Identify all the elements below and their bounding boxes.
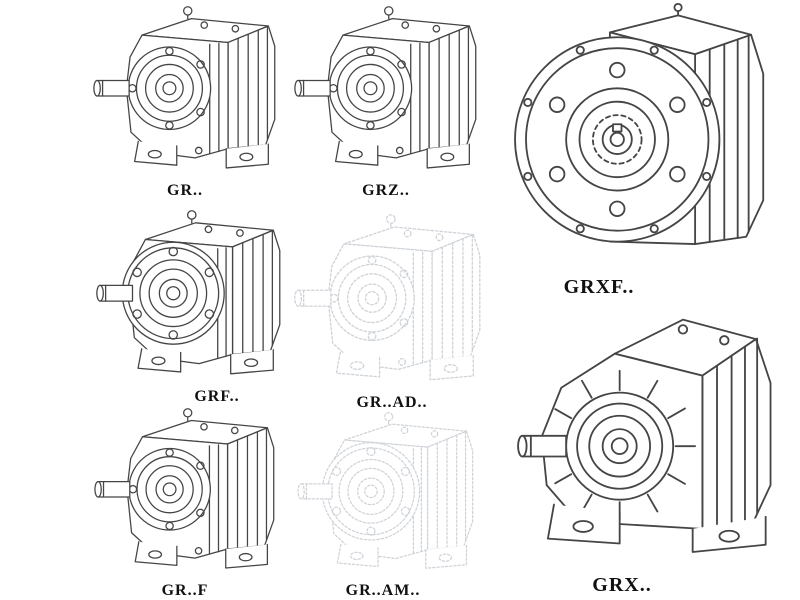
label-grf: GRF.. [194,388,240,405]
gearbox-grxf-drawing [498,0,790,274]
figure-gr-am: GR..AM.. [288,410,484,600]
figure-gr-f: GR..F [86,406,284,600]
label-gr-am: GR..AM.. [345,582,421,599]
figure-grz: GRZ.. [288,4,484,202]
label-grx: GRX.. [592,574,652,596]
gearbox-grx-drawing [498,296,790,572]
gearbox-gr-drawing [86,4,284,178]
label-gr: GR.. [167,182,203,199]
gearbox-grz-drawing [288,4,484,178]
figure-grx: GRX.. [498,296,790,596]
gearbox-gr-am-drawing [288,410,484,578]
figure-grf: GRF.. [90,208,288,408]
gearbox-gr-ad-drawing [288,212,488,390]
figure-grxf: GRXF.. [498,0,790,298]
figure-gr-ad: GR..AD.. [288,212,488,414]
figure-gr: GR.. [86,4,284,202]
label-grz: GRZ.. [362,182,410,199]
gearbox-gr-f-drawing [86,406,284,578]
label-gr-ad: GR..AD.. [356,394,428,411]
gearbox-grf-drawing [90,208,288,384]
label-grxf: GRXF.. [563,276,635,298]
label-gr-f: GR..F [161,582,209,599]
